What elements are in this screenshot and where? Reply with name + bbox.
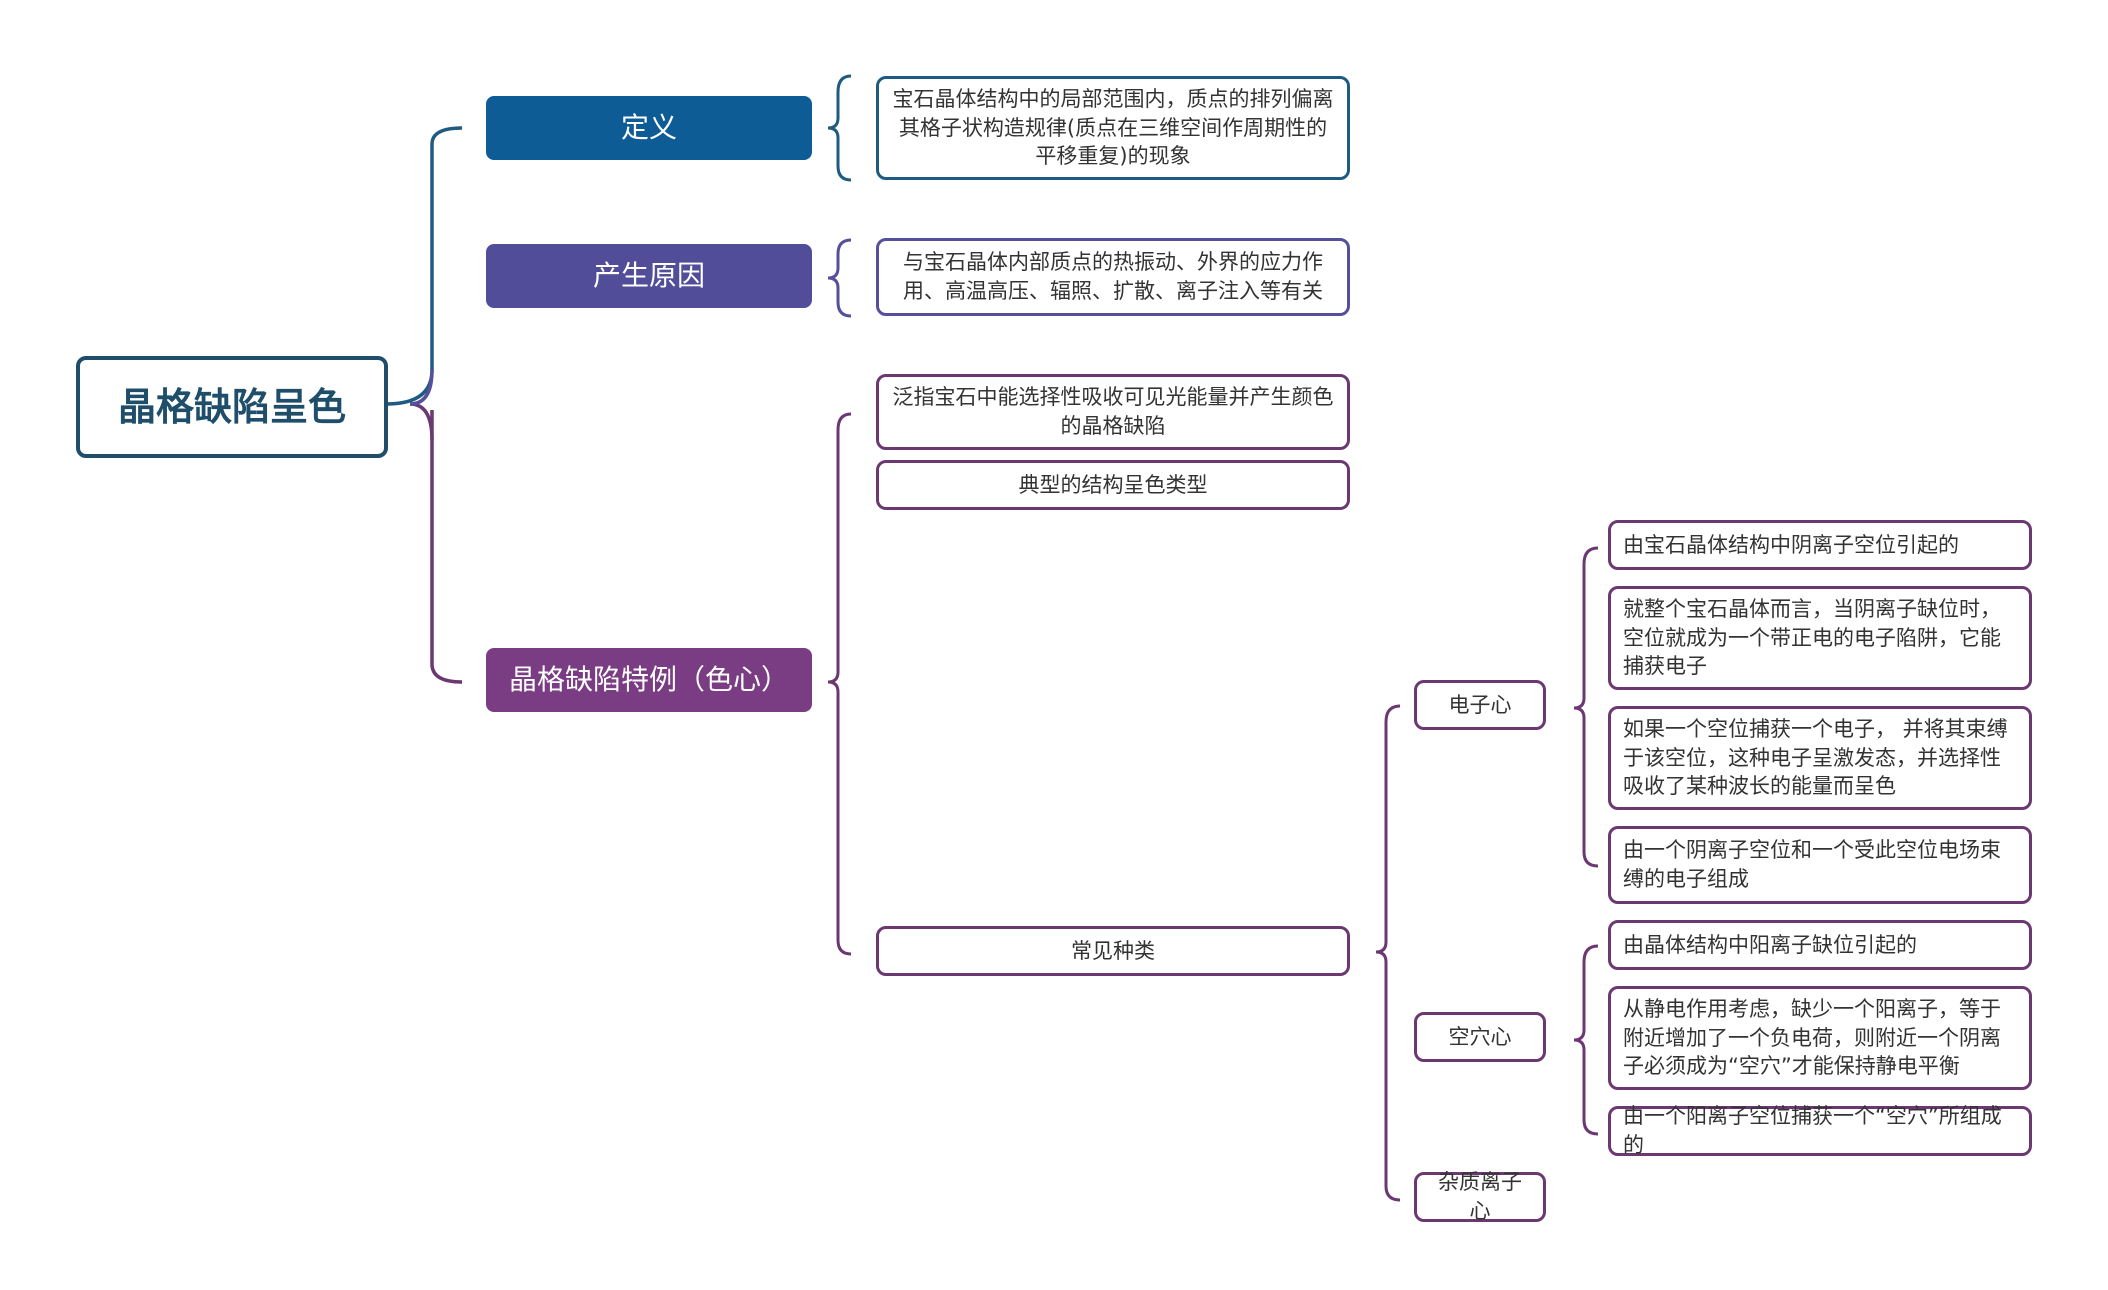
branch-definition[interactable]: 定义 [486,96,812,160]
electron-center-detail-3[interactable]: 如果一个空位捕获一个电子， 并将其束缚于该空位，这种电子呈激发态，并选择性吸收了… [1608,706,2032,810]
color-center-description[interactable]: 泛指宝石中能选择性吸收可见光能量并产生颜色的晶格缺陷 [876,374,1350,450]
hole-center-detail-3[interactable]: 由一个阳离子空位捕获一个“空穴”所组成的 [1608,1104,2032,1157]
branch-color-center[interactable]: 晶格缺陷特例（色心） [486,648,812,712]
impurity-ion-center-node[interactable]: 杂质离子心 [1414,1170,1546,1223]
electron-center-node[interactable]: 电子心 [1414,680,1546,730]
typical-structure-type[interactable]: 典型的结构呈色类型 [876,460,1350,510]
electron-center-detail-1[interactable]: 由宝石晶体结构中阴离子空位引起的 [1608,520,2032,570]
root-topic[interactable]: 晶格缺陷呈色 [76,356,388,458]
electron-center-detail-4[interactable]: 由一个阴离子空位和一个受此空位电场束缚的电子组成 [1608,826,2032,904]
definition-description[interactable]: 宝石晶体结构中的局部范围内，质点的排列偏离其格子状构造规律(质点在三维空间作周期… [876,76,1350,180]
hole-center-detail-2[interactable]: 从静电作用考虑，缺少一个阳离子，等于附近增加了一个负电荷，则附近一个阴离子必须成… [1608,986,2032,1090]
electron-center-detail-2[interactable]: 就整个宝石晶体而言，当阴离子缺位时，空位就成为一个带正电的电子陷阱，它能捕获电子 [1608,586,2032,690]
common-types-node[interactable]: 常见种类 [876,926,1350,976]
hole-center-detail-1[interactable]: 由晶体结构中阳离子缺位引起的 [1608,920,2032,970]
cause-description[interactable]: 与宝石晶体内部质点的热振动、外界的应力作用、高温高压、辐照、扩散、离子注入等有关 [876,238,1350,316]
hole-center-node[interactable]: 空穴心 [1414,1012,1546,1062]
branch-cause[interactable]: 产生原因 [486,244,812,308]
